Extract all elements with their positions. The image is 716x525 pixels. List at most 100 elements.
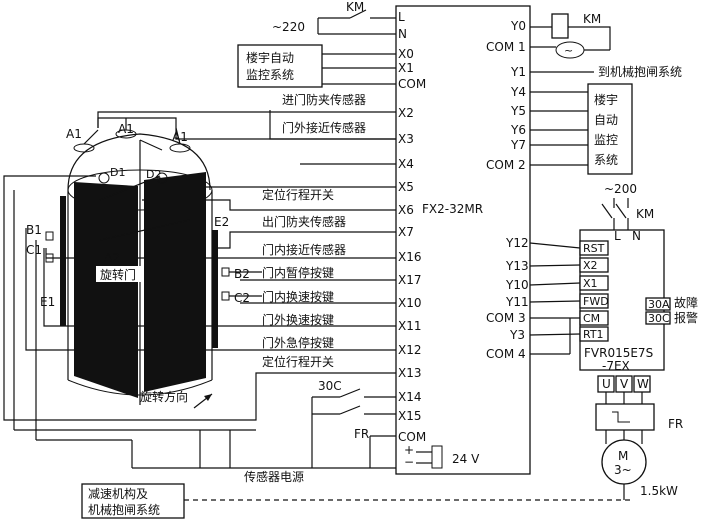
plc-in-x2: X2 [398,106,414,120]
vfd-model-1: FVR015E7S [584,346,653,360]
sensor-x2-label: 进门防夹传感器 [282,92,366,107]
sensor-wiring: 进门防夹传感器 门外接近传感器 定位行程开关 出门防夹传感器 门内接近传感器 门… [3,92,396,484]
reducer-line1: 减速机构及 [88,486,148,501]
plc-out-com4: COM 4 [486,347,526,361]
km-top-label: KM [346,0,364,14]
alarm-label: 报警 [674,310,698,325]
plc-out-y5: Y5 [510,104,526,118]
sensor-x11-label: 门外换速按键 [262,312,334,327]
plc-out-com2: COM 2 [486,158,526,172]
revolving-door: A1 A1 A1 D1 D2 B1 C1 E1 E2 B2 C2 A2 旋转门 … [26,117,262,409]
d1-label: D1 [110,166,125,179]
plc-out-y7: Y7 [510,138,526,152]
a1-label-1: A1 [66,127,82,141]
dc-24v-label: 24 V [452,452,480,466]
vfd-t-rt1: RT1 [583,328,604,341]
b2-label: B2 [234,267,250,281]
sensor-x17-label: 门内暂停按键 [262,265,334,280]
bm-left-line2: 监控系统 [246,68,294,82]
vfd-u: U [602,377,611,391]
plc-in-x11: X11 [398,319,422,333]
fault-label: 故障 [674,295,698,310]
rotate-dir-label: 旋转方向 [140,389,188,404]
sensor-x12-label: 门外急停按键 [262,335,334,350]
plc-out-y10: Y10 [505,278,529,292]
plc-out-y13: Y13 [505,259,529,273]
vfd-n-label: N [632,229,641,243]
plc-in-x0: X0 [398,47,414,61]
c1-label: C1 [26,243,42,257]
plc-in-x6: X6 [398,203,414,217]
plc-in-minus: − [404,455,414,469]
plc-model: FX2-32MR [422,202,483,216]
vfd-model-2: -7EX [602,359,630,373]
plc-out-y0: Y0 [510,19,526,33]
vfd-t-x2: X2 [583,259,598,272]
rotate-door-label: 旋转门 [100,267,136,282]
plc-in-x10: X10 [398,296,422,310]
motor: FR M 3~ 1.5kW [595,392,683,500]
e1-label: E1 [40,295,55,309]
vfd-t-cm: CM [583,312,600,325]
plc-in-com2: COM [398,430,426,444]
e2-label: E2 [214,215,229,229]
plc-in-plus: + [404,443,414,457]
svg-text:~: ~ [564,44,573,57]
vfd-t-x1: X1 [583,277,598,290]
plc-in-l: L [398,10,405,24]
brake-system-label: 到机械抱闸系统 [598,64,682,79]
plc-in-x13: X13 [398,366,422,380]
plc-in-x17: X17 [398,273,422,287]
plc-in-x14: X14 [398,390,422,404]
c30-label: 30C [318,379,342,393]
plc-in-x7: X7 [398,225,414,239]
main-supply: ~220 KM [272,0,396,35]
d2-label: D2 [146,168,161,181]
plc-in-x12: X12 [398,343,422,357]
reducer-line2: 机械抱闸系统 [88,502,160,517]
sensor-x13-label: 定位行程开关 [262,354,334,369]
building-monitor-left: 楼宇自动 监控系统 [237,44,396,88]
b1-label: B1 [26,223,42,237]
bm-right-line2: 自动 [594,113,618,127]
vfd-30c: 30C [648,312,670,325]
plc-in-n: N [398,27,407,41]
vfd-v: V [620,377,629,391]
plc-out-y1: Y1 [510,65,526,79]
plc-out-y4: Y4 [510,85,526,99]
plc-outputs: Y0 COM 1 Y1 Y4 Y5 Y6 Y7 COM 2 Y12 Y13 Y1… [486,19,529,361]
plc-out-com3: COM 3 [486,311,526,325]
bm-right-line3: 监控 [594,133,618,147]
plc-in-x5: X5 [398,180,414,194]
plc-out-y11: Y11 [505,295,529,309]
vfd-l-label: L [614,229,621,243]
vfd-t-fwd: FWD [583,295,609,308]
plc-out-com1: COM 1 [486,40,526,54]
sensor-x10-label: 门内换速按键 [262,289,334,304]
plc-out-y3: Y3 [509,328,525,342]
bm-left-line1: 楼宇自动 [246,50,294,65]
c2-label: C2 [234,291,250,305]
plc-in-x16: X16 [398,250,422,264]
plc-in-x4: X4 [398,157,414,171]
vfd-30a: 30A [648,298,670,311]
plc-block [395,5,531,475]
a1-label-2: A1 [118,122,134,136]
motor-phase: 3~ [614,463,632,477]
bm-right-line4: 系统 [594,153,618,167]
bm-right-line1: 楼宇 [594,92,618,107]
plc-in-x1: X1 [398,61,414,75]
vfd-w: W [637,377,649,391]
motor-m: M [618,449,628,463]
plc-in-com: COM [398,77,426,91]
right-column [212,230,218,348]
vfd-t-rst: RST [583,242,605,255]
sensor-x3-label: 门外接近传感器 [282,120,366,135]
plc-in-x3: X3 [398,132,414,146]
motor-power: 1.5kW [640,484,678,498]
plc-in-x15: X15 [398,409,422,423]
dc-supply: 24 V [416,445,480,469]
a1-label-3: A1 [172,130,188,144]
a2-label: A2 [104,251,120,265]
